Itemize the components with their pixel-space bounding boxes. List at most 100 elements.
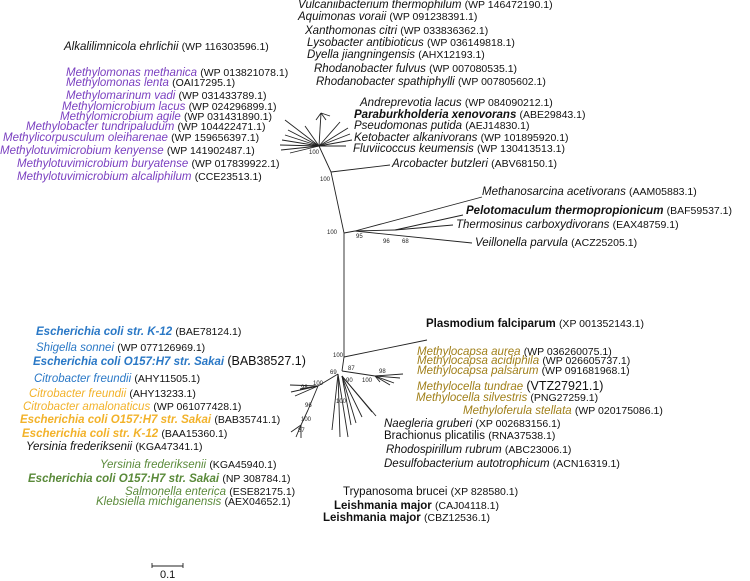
tree-branch — [289, 145, 320, 154]
taxon-label: Methylocella tundrae (VTZ27921.1) — [417, 380, 603, 394]
tree-branch — [341, 356, 345, 372]
taxon-name: Paraburkholderia xenovorans — [354, 109, 517, 121]
accession-number: (BAF59537.1) — [666, 205, 733, 217]
accession-number: (OAI17295.1) — [172, 77, 236, 89]
taxon-name: Dyella jiangningensis — [307, 49, 416, 61]
bootstrap-value: 98 — [301, 385, 308, 391]
taxon-name: Yersinia frederiksenii — [100, 459, 207, 471]
taxon-label: Leishmania major (CAJ04118.1) — [334, 500, 499, 513]
taxon-name: Methylomonas methanica — [66, 67, 198, 79]
tree-branch — [354, 230, 473, 244]
taxon-label: Escherichia coli O157:H7 str. Sakai (BAB… — [33, 355, 306, 369]
tree-branch — [317, 373, 339, 387]
accession-number: (BAA15360.1) — [161, 428, 228, 440]
bootstrap-value: 90 — [346, 378, 353, 384]
tree-branch — [295, 424, 302, 438]
taxon-name: Rhodospirillum rubrum — [386, 444, 502, 456]
taxon-label: Methylomonas methanica (WP 013821078.1) — [66, 67, 288, 80]
accession-number: (WP 061077428.1) — [153, 401, 242, 413]
tree-branch — [343, 339, 428, 358]
tree-branch — [343, 230, 356, 234]
accession-number: (WP 084090212.1) — [464, 97, 553, 109]
accession-number: (ACN16319.1) — [552, 458, 620, 470]
bootstrap-value: 87 — [298, 428, 305, 434]
taxon-label: Methylomicrobium agile (WP 031431890.1) — [60, 111, 272, 124]
tree-branch — [307, 385, 319, 411]
taxon-label: Xanthomonas citri (WP 033836362.1) — [305, 25, 488, 38]
tree-branch — [304, 125, 320, 147]
taxon-label: Escherichia coli O157:H7 str. Sakai (BAB… — [20, 414, 280, 427]
taxon-name: Methylocella tundrae — [417, 381, 524, 393]
bootstrap-value: 100 — [301, 417, 312, 423]
tree-branch — [320, 112, 327, 121]
taxon-label: Methylotuvimicrobium kenyense (WP 141902… — [0, 145, 255, 158]
tree-branch — [318, 127, 349, 147]
accession-number: (WP 013821078.1) — [200, 67, 289, 79]
taxon-name: Lysobacter antibioticus — [307, 37, 424, 49]
accession-number: (XP 828580.1) — [450, 486, 519, 498]
taxon-label: Rhodanobacter spathiphylli (WP 007805602… — [316, 76, 546, 89]
taxon-label: Escherichia coli str. K-12 (BAE78124.1) — [36, 326, 241, 339]
bootstrap-value: 100 — [336, 399, 347, 405]
taxon-name: Escherichia coli O157:H7 str. Sakai — [20, 414, 212, 426]
taxon-label: Citrobacter freundii (AHY11505.1) — [34, 373, 200, 386]
taxon-name: Methylomarinum vadi — [66, 90, 176, 102]
tree-branch — [284, 134, 320, 147]
taxon-name: Vulcaniibacterium thermophilum — [298, 0, 462, 11]
accession-number: (ABE29843.1) — [519, 109, 586, 121]
accession-number: (ACZ25205.1) — [571, 237, 638, 249]
taxon-name: Trypanosoma brucei — [343, 486, 448, 498]
accession-number: (WP 026605737.1) — [542, 355, 631, 367]
tree-branch — [289, 384, 319, 387]
accession-number: (CBZ12536.1) — [424, 512, 490, 524]
tree-branch — [318, 112, 322, 147]
taxon-label: Naegleria gruberi (XP 002683156.1) — [384, 418, 560, 431]
tree-branch — [280, 145, 320, 151]
tree-branch — [330, 164, 391, 173]
accession-number: (WP 091238391.1) — [389, 11, 478, 23]
taxon-label: Methylotuvimicrobium buryatense (WP 0178… — [17, 158, 279, 171]
accession-number: (WP 101895920.1) — [480, 132, 569, 144]
tree-branch — [290, 424, 302, 433]
taxon-name: Escherichia coli O157:H7 str. Sakai — [28, 473, 220, 485]
accession-number: (WP 141902487.1) — [166, 145, 255, 157]
taxon-label: Shigella sonnei (WP 077126969.1) — [36, 342, 205, 355]
accession-number: (CAJ04118.1) — [435, 500, 500, 512]
taxon-name: Escherichia coli str. K-12 — [36, 326, 173, 338]
taxon-label: Escherichia coli str. K-12 (BAA15360.1) — [22, 428, 227, 441]
accession-number: (WP 130413513.1) — [477, 143, 565, 155]
tree-branch — [394, 224, 454, 231]
taxon-name: Xanthomonas citri — [305, 25, 398, 37]
accession-number: (VTZ27921.1) — [526, 379, 604, 393]
taxon-label: Brachionus plicatilis (RNA37538.1) — [384, 430, 555, 443]
taxon-name: Methylotuvimicrobium kenyense — [0, 145, 164, 157]
taxon-label: Methylocapsa aurea (WP 036260075.1) — [417, 346, 612, 359]
accession-number: (AHY13233.1) — [129, 388, 196, 400]
taxon-label: Citrobacter freundii (AHY13233.1) — [29, 388, 196, 401]
taxon-name: Shigella sonnei — [36, 342, 115, 354]
taxon-label: Alkalilimnicola ehrlichii (WP 116303596.… — [64, 41, 269, 54]
taxon-name: Methylotuvimicrobium buryatense — [17, 158, 189, 170]
taxon-label: Arcobacter butzleri (ABV68150.1) — [392, 158, 557, 171]
taxon-name: Aquimonas voraii — [298, 11, 387, 23]
tree-branch — [341, 370, 376, 377]
bootstrap-value: 69 — [330, 370, 337, 376]
taxon-name: Citrobacter freundii — [29, 388, 127, 400]
taxon-name: Methylocapsa aurea — [417, 346, 521, 358]
taxon-label: Methylocapsa acidiphila (WP 026605737.1) — [417, 355, 630, 368]
tree-branch — [374, 375, 381, 383]
tree-branch — [281, 139, 320, 147]
accession-number: (WP 024296899.1) — [188, 101, 277, 113]
accession-number: (CCE23513.1) — [194, 171, 262, 183]
accession-number: (WP 077126969.1) — [117, 342, 206, 354]
accession-number: (KGA45940.1) — [209, 459, 277, 471]
taxon-label: Methyloferula stellata (WP 020175086.1) — [463, 405, 663, 418]
tree-branch — [315, 112, 322, 121]
bootstrap-value: 96 — [383, 239, 390, 245]
accession-number: (WP 159656397.1) — [171, 132, 260, 144]
tree-branch — [284, 119, 320, 147]
taxon-name: Fluviicoccus keumensis — [353, 143, 474, 155]
taxon-name: Naegleria gruberi — [384, 418, 473, 430]
